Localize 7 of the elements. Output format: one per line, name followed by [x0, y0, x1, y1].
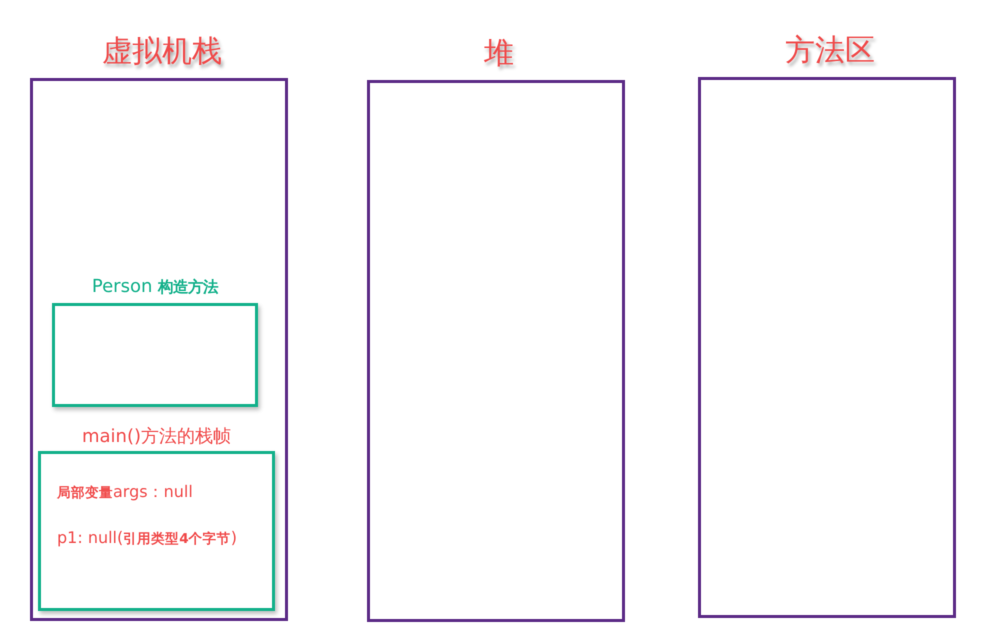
frame-title: Person 构造方法 [90, 276, 220, 298]
frame-title: main()方法的栈帧 [80, 425, 232, 448]
area-title: 堆 [483, 35, 515, 73]
variable-text: 局部变量args：null [57, 482, 193, 503]
area-title: 虚拟机栈 [101, 33, 223, 71]
area-title: 方法区 [784, 32, 876, 70]
variable-text: p1: null(引用类型4个字节) [57, 528, 237, 548]
